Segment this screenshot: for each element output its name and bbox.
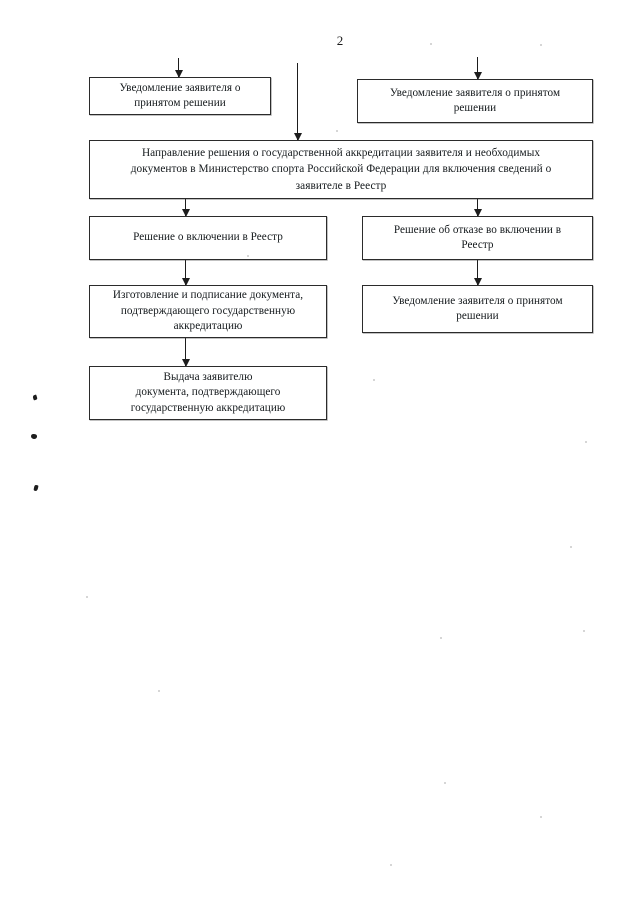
connector-arrow-to-produce-document (181, 260, 190, 286)
scan-dust-13 (247, 255, 249, 257)
flow-node-issue-document-to-applicant: Выдача заявителю документа, подтверждающ… (89, 366, 327, 420)
connector-arrow-to-notify-refusal (473, 260, 482, 286)
scan-dust-5 (583, 630, 585, 632)
connector-arrow-to-notify-left (174, 58, 183, 78)
scan-dust-10 (540, 44, 542, 46)
flow-node-notify-applicant-refusal: Уведомление заявителя о принятом решении (362, 285, 593, 333)
connector-arrow-long-to-send-decision (293, 63, 302, 141)
flow-node-label: Решение о включении в Реестр (133, 231, 283, 244)
flow-node-label: Уведомление заявителя о принятом решении (392, 294, 563, 323)
flow-node-decision-include-registry: Решение о включении в Реестр (89, 216, 327, 260)
connector-arrow-to-issue-document (181, 338, 190, 367)
scan-dust-6 (444, 782, 446, 784)
scan-dust-11 (480, 106, 482, 108)
scan-dust-14 (585, 441, 587, 443)
flow-node-notify-applicant-right: Уведомление заявителя о принятом решении (357, 79, 593, 123)
scan-dust-8 (390, 864, 392, 866)
connector-arrow-to-decision-refuse (473, 199, 482, 217)
scan-dust-4 (440, 637, 442, 639)
scan-dust-9 (430, 43, 432, 45)
flow-node-label: Изготовление и подписание документа, под… (112, 289, 304, 333)
scan-dust-3 (158, 690, 160, 692)
scan-speckle-3 (33, 484, 39, 492)
scan-dust-7 (540, 816, 542, 818)
flow-node-notify-applicant-left: Уведомление заявителя о принятом решении (89, 77, 271, 115)
scan-speckle-2 (30, 433, 38, 440)
flow-node-produce-and-sign-document: Изготовление и подписание документа, под… (89, 285, 327, 338)
flow-node-send-decision-to-ministry: Направление решения о государственной ак… (89, 140, 593, 199)
scan-speckle-1 (32, 394, 38, 401)
scan-dust-2 (86, 596, 88, 598)
flow-node-label: Уведомление заявителя о принятом решении (389, 86, 561, 115)
flow-node-label: Решение об отказе во включении в Реестр (393, 223, 562, 252)
connector-arrow-to-notify-right (473, 57, 482, 80)
scan-dust-0 (373, 379, 375, 381)
flow-node-label: Направление решения о государственной ак… (130, 146, 552, 192)
flow-node-label: Уведомление заявителя о принятом решении (119, 81, 241, 110)
page-number: 2 (336, 33, 344, 48)
flow-node-label: Выдача заявителю документа, подтверждающ… (130, 370, 286, 414)
scan-dust-1 (570, 546, 572, 548)
connector-arrow-to-decision-include (181, 199, 190, 217)
scan-dust-12 (336, 130, 338, 132)
flow-node-decision-refuse-registry: Решение об отказе во включении в Реестр (362, 216, 593, 260)
